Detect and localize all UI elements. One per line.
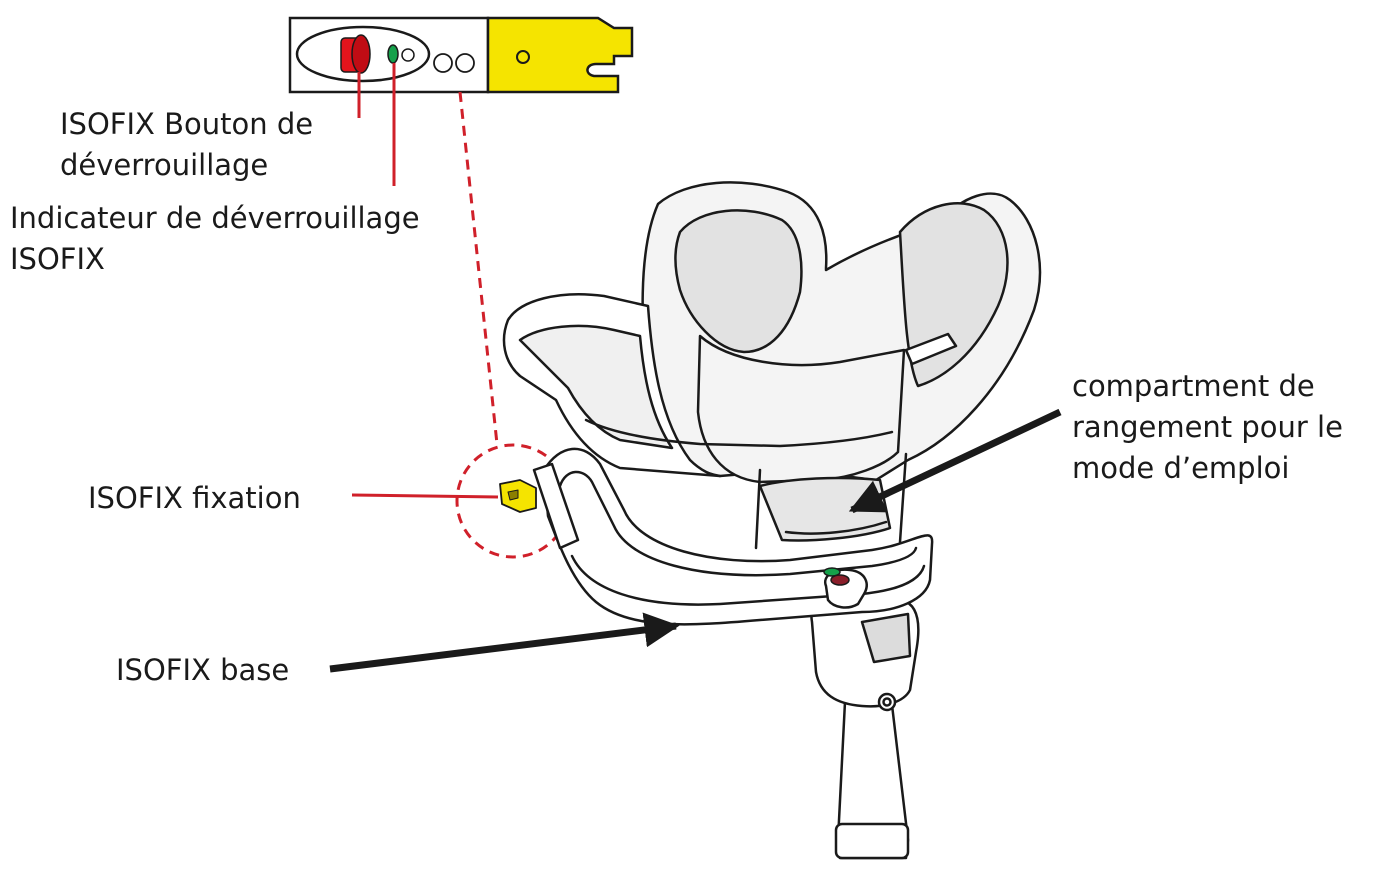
base-release-button-icon bbox=[830, 574, 850, 586]
seat-pivot-post-left bbox=[754, 468, 762, 550]
seat-headrest-inner bbox=[674, 209, 803, 354]
small-circle-icon bbox=[401, 48, 415, 62]
seat-cushion-edge bbox=[584, 418, 894, 448]
storage-compartment bbox=[758, 476, 892, 542]
isofix-connector-notch bbox=[507, 489, 519, 501]
base-release-indicator-icon bbox=[823, 567, 841, 577]
leg-adjust-knob-inner bbox=[882, 697, 892, 707]
base-lower-rail bbox=[570, 554, 926, 606]
release-button-label: ISOFIX Bouton de déverrouillage bbox=[60, 104, 313, 186]
release-indicator-label-line2: ISOFIX bbox=[10, 242, 105, 276]
storage-compartment-label-line2: rangement pour le bbox=[1072, 410, 1343, 444]
storage-compartment-label-line1: compartment de bbox=[1072, 369, 1315, 403]
release-indicator-icon bbox=[387, 44, 399, 64]
release-indicator-label-line1: Indicateur de déverrouillage bbox=[10, 201, 420, 235]
car-seat-illustration bbox=[499, 181, 1042, 860]
release-button-label-line2: déverrouillage bbox=[60, 148, 269, 182]
storage-compartment-label: compartment de rangement pour le mode d’… bbox=[1072, 366, 1343, 489]
connector-pin-hole bbox=[516, 50, 530, 64]
black-pointer-arrows bbox=[329, 408, 1062, 673]
storage-compartment-lip bbox=[784, 520, 888, 535]
leg-adjust-window bbox=[860, 612, 912, 664]
indicator-circle-2-icon bbox=[455, 53, 475, 73]
indicator-circle-1-icon bbox=[433, 53, 453, 73]
isofix-arm bbox=[532, 462, 580, 550]
storage-compartment-label-line3: mode d’emploi bbox=[1072, 451, 1290, 485]
isofix-connector-detail bbox=[288, 16, 634, 94]
fixation-label-text: ISOFIX fixation bbox=[88, 481, 301, 515]
seat-wing-right bbox=[898, 202, 1009, 388]
seat-pivot-post-right bbox=[898, 452, 908, 544]
release-indicator-label: Indicateur de déverrouillage ISOFIX bbox=[10, 198, 420, 280]
seat-side-wing-inner bbox=[518, 324, 674, 450]
connector-yellow-tip bbox=[486, 16, 634, 94]
release-button-cap bbox=[351, 34, 371, 74]
seat-handle-slot bbox=[904, 332, 958, 366]
detail-dashed-line bbox=[458, 91, 499, 445]
base-label-text: ISOFIX base bbox=[116, 653, 290, 687]
leg-foot bbox=[834, 822, 910, 860]
leg-adjust-knob bbox=[877, 692, 897, 712]
fixation-label: ISOFIX fixation bbox=[88, 478, 301, 519]
fixation-leader-line bbox=[351, 493, 499, 499]
red-leader-lines bbox=[351, 63, 571, 559]
base-inner-rail bbox=[558, 470, 918, 577]
base-pointer-arrow bbox=[329, 612, 680, 673]
release-button-label-line1: ISOFIX Bouton de bbox=[60, 107, 314, 141]
storage-pointer-arrow bbox=[848, 408, 1062, 514]
base-label: ISOFIX base bbox=[116, 650, 289, 691]
